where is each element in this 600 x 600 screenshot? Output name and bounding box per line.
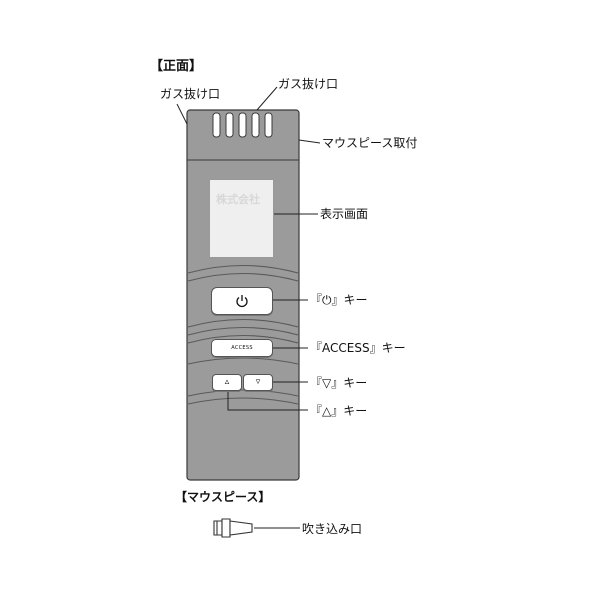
- mouthpiece-mount-label: マウスピース取付: [322, 136, 418, 150]
- power-icon: [236, 295, 248, 308]
- up-triangle-icon: ▵: [224, 377, 230, 387]
- gas-vent-slots: [212, 112, 273, 138]
- down-key[interactable]: ▿: [243, 374, 273, 391]
- front-heading: 【正面】: [150, 59, 203, 74]
- access-key-label: 『ACCESS』キー: [310, 341, 406, 355]
- power-key[interactable]: [211, 287, 273, 315]
- mouthpiece-heading: 【マウスピース】: [175, 490, 271, 504]
- access-key-text: ACCESS: [231, 345, 253, 351]
- up-key[interactable]: ▵: [212, 374, 242, 391]
- blow-inlet-label: 吹き込み口: [302, 522, 363, 536]
- up-key-label: 『△』キー: [310, 404, 368, 418]
- down-triangle-icon: ▿: [255, 377, 261, 387]
- power-key-label: 『⏻』キー: [310, 293, 368, 307]
- leader-lines: [176, 86, 321, 529]
- down-key-label: 『▽』キー: [310, 376, 368, 390]
- mouthpiece-drawing: [213, 518, 253, 538]
- display-screen-label: 表示画面: [320, 207, 369, 221]
- body-contour-lines: [187, 265, 299, 405]
- access-key[interactable]: ACCESS: [211, 339, 273, 357]
- display-screen: [209, 179, 274, 258]
- watermark-text: 株式会社: [216, 193, 260, 206]
- gas-vent-top-label: ガス抜け口: [278, 77, 339, 91]
- gas-vent-left-label: ガス抜け口: [160, 87, 221, 101]
